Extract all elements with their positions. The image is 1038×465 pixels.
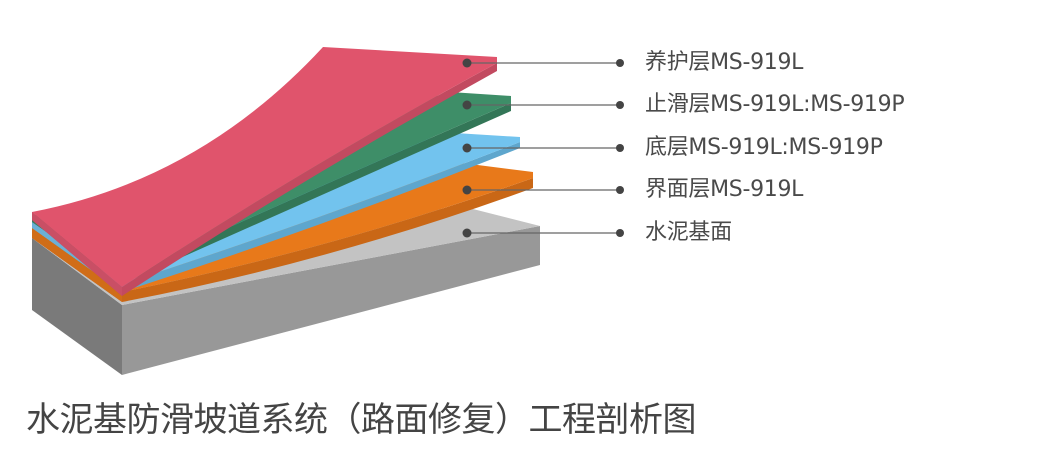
diagram-title: 水泥基防滑坡道系统（路面修复）工程剖析图 xyxy=(26,400,697,440)
label-substrate: 水泥基面 xyxy=(645,220,732,245)
dot-icon xyxy=(462,100,472,110)
dot-icon xyxy=(462,228,472,238)
dot-icon xyxy=(616,144,624,152)
dot-icon xyxy=(616,101,624,109)
label-antiskid-layer: 止滑层MS-919L:MS-919P xyxy=(645,92,905,117)
dot-icon xyxy=(616,186,624,194)
label-protective-layer: 养护层MS-919L xyxy=(645,50,804,75)
dot-icon xyxy=(616,229,624,237)
dot-icon xyxy=(462,143,472,153)
leaders xyxy=(467,62,620,234)
protective-layer xyxy=(32,47,497,296)
leader-dots xyxy=(462,58,624,238)
substrate-front-face xyxy=(122,226,540,375)
substrate-side-face xyxy=(32,238,122,375)
dot-icon xyxy=(462,58,472,68)
dot-icon xyxy=(616,59,624,67)
label-primer-layer: 底层MS-919L:MS-919P xyxy=(645,135,883,160)
label-interface-layer: 界面层MS-919L xyxy=(645,177,804,202)
dot-icon xyxy=(462,185,472,195)
